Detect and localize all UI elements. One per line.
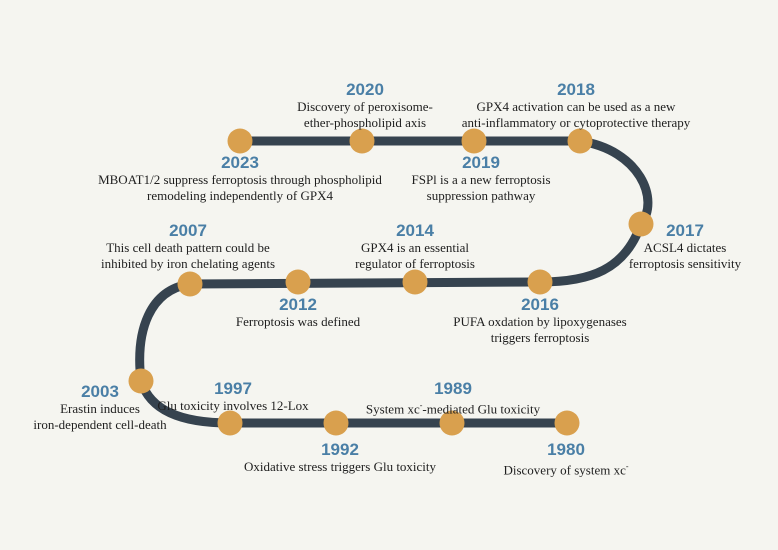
description-text: Erastin induces (60, 401, 140, 416)
event-year: 2019 (462, 153, 500, 172)
event-description-line1: This cell death pattern could be (101, 240, 275, 256)
event-description-line1: Erastin induces (33, 401, 166, 417)
timeline-node-2019 (461, 128, 487, 154)
description-text: FSPl is a a new ferroptosis (411, 172, 551, 187)
timeline-node-2020 (349, 128, 375, 154)
timeline-node-2023 (227, 128, 253, 154)
description-text: ACSL4 dictates (643, 240, 727, 255)
description-text: Discovery of system xc (503, 462, 626, 478)
description-text: Oxidative stress triggers Glu toxicity (243, 459, 437, 474)
event-description-line1: FSPl is a a new ferroptosis (411, 172, 550, 188)
event-description-line1: Glu toxicity involves 12-Lox (157, 398, 308, 414)
description-text: Discovery of peroxisome- (297, 99, 433, 114)
event-description-line2: ether-phospholipid axis (303, 115, 427, 130)
event-year: 2012 (279, 295, 317, 314)
event-description-line2: anti-inflammatory or cytoprotective ther… (461, 115, 691, 130)
timeline-node-1992 (323, 410, 349, 436)
timeline-node-2007 (177, 271, 203, 297)
event-year: 2018 (557, 80, 595, 99)
event-description-line1: MBOAT1/2 suppress ferroptosis through ph… (98, 172, 382, 188)
description-text: System xc (365, 401, 420, 417)
event-description-line1: GPX4 is an essential (355, 240, 475, 256)
event-description-line1: Discovery of peroxisome- (297, 99, 433, 115)
timeline-node-2017 (628, 211, 654, 237)
event-year: 2016 (521, 295, 559, 314)
description-text: PUFA oxdation by lipoxygenases (453, 314, 627, 329)
event-year: 2007 (169, 221, 207, 240)
description-text: GPX4 is an essential (361, 240, 469, 255)
description-text-tail: -mediated Glu toxicity (422, 401, 541, 417)
event-description-line2: iron-dependent cell-death (33, 417, 167, 432)
event-description-line1: System xc--mediated Glu toxicity (366, 398, 540, 417)
superscript-minus: - (625, 462, 629, 471)
event-year: 2003 (81, 382, 119, 401)
description-text: MBOAT1/2 suppress ferroptosis through ph… (98, 172, 382, 187)
event-description-line1: Ferroptosis was defined (236, 314, 360, 330)
event-description-line1: Oxidative stress triggers Glu toxicity (244, 459, 436, 475)
timeline-node-2003 (128, 368, 154, 394)
event-description-line2: remodeling independently of GPX4 (147, 188, 333, 203)
timeline-node-2016 (527, 269, 553, 295)
timeline-node-2014 (402, 269, 428, 295)
event-description-line2: inhibited by iron chelating agents (100, 256, 276, 271)
event-description-line1: PUFA oxdation by lipoxygenases (453, 314, 626, 330)
event-description-line2: regulator of ferroptosis (355, 256, 475, 271)
timeline-node-2012 (285, 269, 311, 295)
event-year: 1980 (547, 440, 585, 459)
event-description-line2: suppression pathway (426, 188, 536, 203)
timeline-node-2018 (567, 128, 593, 154)
timeline-node-1997 (217, 410, 243, 436)
event-description-line2: ferroptosis sensitivity (628, 256, 742, 271)
timeline-node-1989 (439, 410, 465, 436)
event-year: 1989 (434, 379, 472, 398)
description-text: Ferroptosis was defined (235, 314, 361, 329)
event-description-line2: triggers ferroptosis (490, 330, 590, 345)
event-year: 1997 (214, 379, 252, 398)
event-year: 1992 (321, 440, 359, 459)
event-description-line1: Discovery of system xc- (503, 459, 628, 478)
description-text: Glu toxicity involves 12-Lox (157, 398, 309, 413)
event-year: 2020 (346, 80, 384, 99)
superscript-minus: - (419, 401, 423, 410)
event-year: 2017 (666, 221, 704, 240)
event-description-line1: ACSL4 dictates (629, 240, 741, 256)
event-year: 2014 (396, 221, 434, 240)
event-description-line1: GPX4 activation can be used as a new (462, 99, 691, 115)
description-text: This cell death pattern could be (106, 240, 270, 255)
event-year: 2023 (221, 153, 259, 172)
timeline-node-1980 (554, 410, 580, 436)
description-text: GPX4 activation can be used as a new (476, 99, 676, 114)
